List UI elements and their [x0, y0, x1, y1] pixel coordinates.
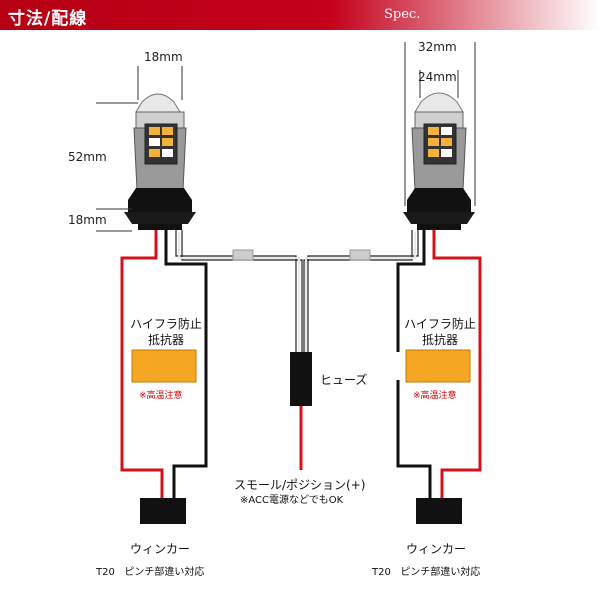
left-width-label: 18mm — [144, 50, 183, 64]
left-base-label: 18mm — [68, 213, 107, 227]
left-height-label: 52mm — [68, 150, 107, 164]
left-resistor — [131, 349, 197, 383]
header-title: 寸法/配線 — [8, 9, 88, 29]
left-caption-text: ピンチ部違い対応 — [124, 567, 205, 578]
right-outer-label: 32mm — [418, 40, 457, 54]
right-bulb — [403, 92, 475, 230]
left-resistor-label-line2: 抵抗器 — [147, 333, 184, 347]
right-resistor — [405, 349, 471, 383]
left-warning: ※高温注意 — [139, 391, 183, 401]
small-light-label: スモール/ポジション(+) — [234, 478, 366, 492]
left-caption: T20 ピンチ部違い対応 — [96, 563, 204, 578]
right-caption-text: ピンチ部違い対応 — [400, 567, 481, 578]
right-bulb-to-fuse-wires — [303, 230, 419, 352]
right-circuit — [396, 230, 482, 498]
left-winker-connector — [140, 498, 186, 524]
right-resistor-label-line1: ハイフラ防止 — [404, 317, 476, 331]
left-circuit — [120, 230, 208, 498]
right-winker-label: ウィンカー — [406, 542, 467, 556]
header-bar — [0, 0, 600, 30]
fuse — [290, 352, 312, 470]
right-resistor-label-line2: 抵抗器 — [421, 333, 458, 347]
left-bulb-to-fuse-wires — [175, 230, 303, 352]
left-caption-prefix: T20 — [96, 567, 115, 578]
left-led-chips — [149, 127, 173, 157]
left-resistor-label: ハイフラ防止 抵抗器 — [118, 316, 214, 348]
right-led-chips — [428, 127, 452, 157]
left-resistor-label-line1: ハイフラ防止 — [130, 317, 202, 331]
left-bulb — [124, 93, 196, 230]
right-winker-connector — [416, 498, 462, 524]
left-dimension-lines — [96, 66, 183, 232]
right-dimension-lines — [404, 42, 476, 206]
header-spec: Spec. — [384, 7, 421, 22]
right-inner-label: 24mm — [418, 70, 457, 84]
fuse-label: ヒューズ — [320, 373, 368, 387]
right-resistor-label: ハイフラ防止 抵抗器 — [392, 316, 488, 348]
right-warning: ※高温注意 — [413, 391, 457, 401]
left-winker-label: ウィンカー — [130, 542, 191, 556]
right-caption: T20 ピンチ部違い対応 — [372, 563, 480, 578]
right-caption-prefix: T20 — [372, 567, 391, 578]
small-light-note: ※ACC電源などでもOK — [240, 495, 344, 506]
